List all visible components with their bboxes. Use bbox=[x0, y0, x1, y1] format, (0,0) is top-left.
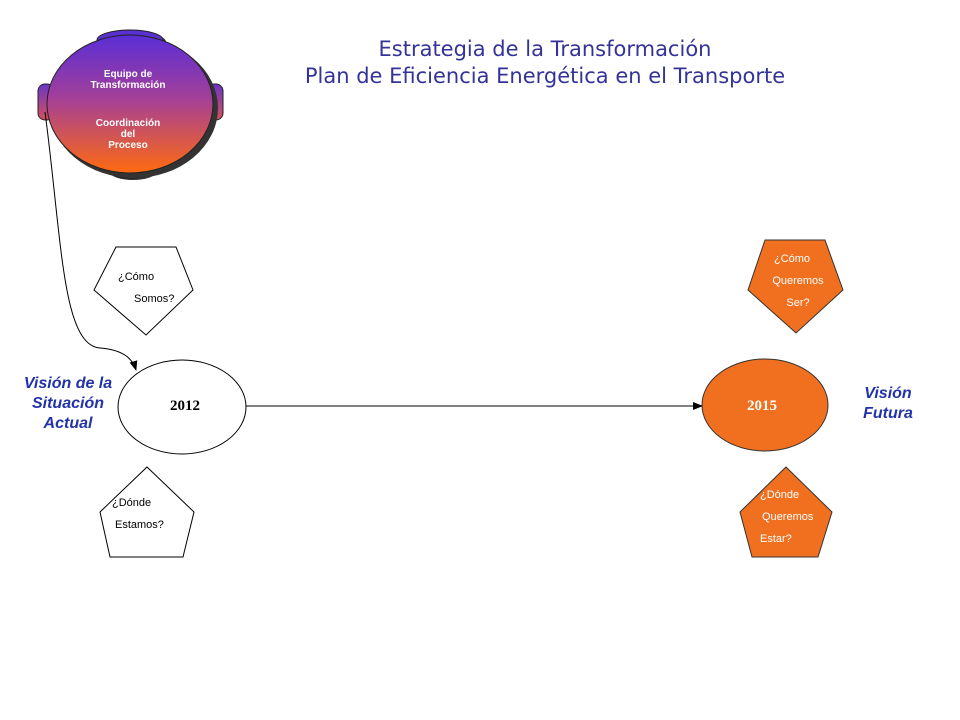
current-vision-label: Visión de la Situación Actual bbox=[8, 374, 128, 434]
future-vision-label: Visión Futura bbox=[848, 384, 928, 424]
question-como-queremos-ser-line1: ¿Cómo bbox=[773, 253, 811, 265]
coordination-label-line1: Coordinación bbox=[95, 118, 161, 129]
question-donde-queremos-estar-line1: ¿Dónde bbox=[760, 489, 800, 501]
question-donde-estamos: ¿Dónde Estamos? bbox=[112, 492, 164, 536]
team-head-shape bbox=[37, 29, 224, 180]
year-ellipse-2012 bbox=[117, 359, 247, 455]
coordination-label-line2: del bbox=[120, 129, 136, 140]
question-donde-queremos-estar: ¿Dónde Queremos Estar? bbox=[760, 484, 813, 550]
current-vision-label-line2: Situación bbox=[31, 395, 104, 412]
question-como-somos-line1: ¿Cómo bbox=[118, 271, 155, 283]
team-label-line1: Equipo de bbox=[103, 69, 153, 80]
team-label-line2: Transformación bbox=[90, 80, 166, 91]
connector-curve bbox=[44, 111, 138, 371]
question-donde-queremos-estar-line2: Queremos bbox=[762, 511, 814, 523]
team-label: Equipo de Transformación bbox=[78, 69, 178, 91]
pentagon-donde-queremos-estar bbox=[739, 466, 833, 558]
question-como-queremos-ser-line2: Queremos bbox=[772, 275, 824, 287]
coordination-label-line3: Proceso bbox=[108, 140, 148, 151]
question-donde-estamos-line1: ¿Dónde bbox=[112, 497, 152, 509]
question-como-somos: ¿Cómo Somos? bbox=[118, 266, 174, 310]
pentagon-como-somos bbox=[93, 246, 194, 336]
question-donde-queremos-estar-line3: Estar? bbox=[760, 533, 792, 545]
question-como-queremos-ser: ¿Cómo Queremos Ser? bbox=[758, 248, 838, 314]
year-2015-label: 2015 bbox=[747, 398, 777, 414]
year-2012-label: 2012 bbox=[170, 398, 200, 414]
coordination-label: Coordinación del Proceso bbox=[78, 118, 178, 151]
diagram-title-line2: Plan de Eficiencia Energética en el Tran… bbox=[304, 64, 786, 88]
pentagon-donde-estamos bbox=[99, 466, 195, 558]
current-vision-label-line3: Actual bbox=[43, 415, 93, 432]
question-como-queremos-ser-line3: Ser? bbox=[786, 297, 810, 309]
diagram-title-line1: Estrategia de la Transformación bbox=[378, 37, 712, 61]
pentagon-como-queremos-ser bbox=[747, 239, 844, 334]
question-donde-estamos-line2: Estamos? bbox=[115, 519, 164, 531]
future-vision-label-line2: Futura bbox=[863, 405, 913, 422]
future-vision-label-line1: Visión bbox=[864, 385, 912, 402]
current-vision-label-line1: Visión de la bbox=[23, 375, 113, 392]
question-como-somos-line2: Somos? bbox=[134, 293, 175, 305]
